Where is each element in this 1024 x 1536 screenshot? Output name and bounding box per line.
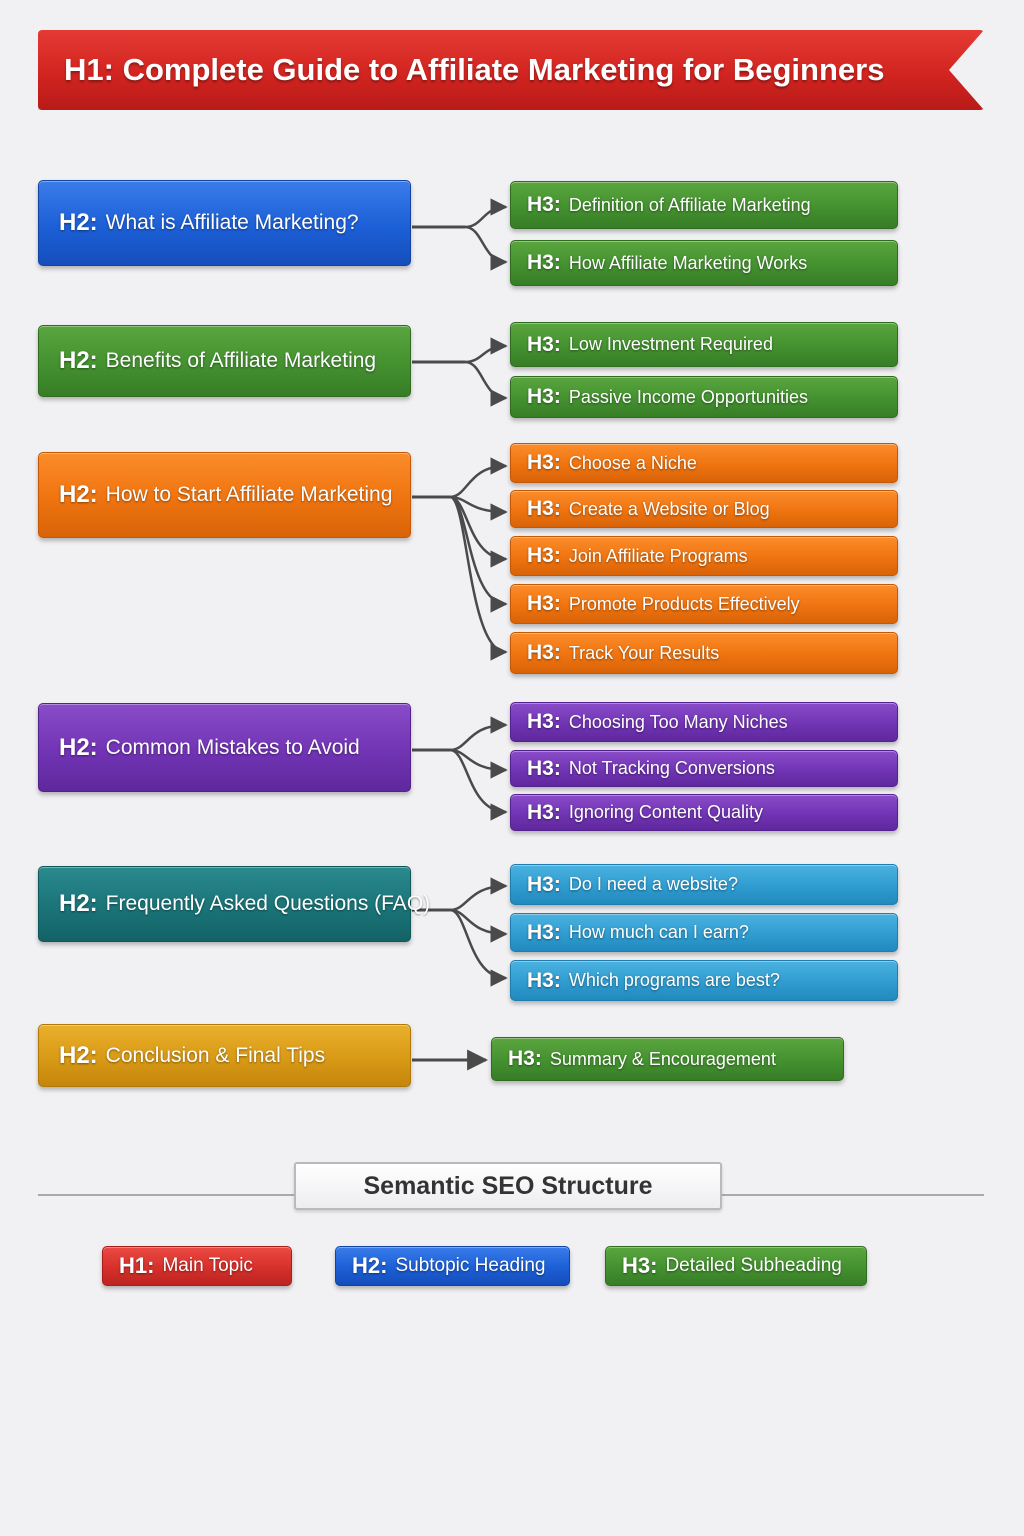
legend-divider-left	[38, 1194, 296, 1196]
h3-title: Summary & Encouragement	[549, 1048, 776, 1069]
legend-item-h3: H3: Detailed Subheading	[605, 1246, 867, 1286]
h3-tag: H3:	[527, 385, 561, 408]
h2-tag: H2:	[59, 481, 98, 508]
h3-tag: H3:	[527, 872, 561, 896]
legend-item-h1: H1: Main Topic	[102, 1246, 292, 1286]
h3-tag: H3:	[527, 451, 561, 474]
h3-promote-products-effectively: H3: Promote Products Effectively	[510, 584, 898, 624]
connector-arrow	[449, 457, 508, 499]
connector-arrow	[464, 360, 508, 407]
h3-title: Create a Website or Blog	[568, 498, 770, 519]
h2-how-to-start-affiliate-marketing: H2: How to Start Affiliate Marketing	[38, 452, 411, 538]
legend-divider-right	[720, 1194, 984, 1196]
h2-tag: H2:	[59, 733, 98, 761]
h3-title: Low Investment Required	[568, 334, 773, 354]
h3-passive-income-opportunities: H3: Passive Income Opportunities	[510, 376, 898, 418]
h2-title: Common Mistakes to Avoid	[105, 735, 360, 759]
h2-tag: H2:	[59, 347, 98, 374]
h3-choose-a-niche: H3: Choose a Niche	[510, 443, 898, 483]
h3-title: Do I need a website?	[568, 874, 738, 894]
h3-tag: H3:	[527, 800, 561, 824]
h3-track-your-results: H3: Track Your Results	[510, 632, 898, 674]
legend-title: Semantic SEO Structure	[294, 1162, 722, 1210]
h3-tag: H3:	[527, 920, 561, 944]
h3-title: Passive Income Opportunities	[568, 386, 808, 407]
connector-arrow	[449, 495, 508, 661]
h3-which-programs-are-best: H3: Which programs are best?	[510, 960, 898, 1001]
h1-tag: H1:	[64, 52, 114, 87]
h3-title: Which programs are best?	[568, 970, 780, 990]
legend-label: Main Topic	[162, 1255, 253, 1276]
h2-title: Conclusion & Final Tips	[105, 1043, 326, 1067]
h3-title: Definition of Affiliate Marketing	[568, 194, 811, 215]
h3-join-affiliate-programs: H3: Join Affiliate Programs	[510, 536, 898, 576]
connector-arrow	[464, 337, 508, 364]
connector-arrow	[449, 716, 508, 752]
h3-title: Track Your Results	[568, 642, 720, 663]
legend-tag: H1:	[119, 1253, 155, 1278]
h3-tag: H3:	[527, 544, 561, 567]
legend-tag: H2:	[352, 1253, 388, 1278]
h3-title: Not Tracking Conversions	[568, 758, 775, 778]
h2-title: Benefits of Affiliate Marketing	[105, 349, 377, 372]
h3-tag: H3:	[527, 641, 561, 664]
h3-title: Ignoring Content Quality	[568, 802, 763, 822]
h2-frequently-asked-questions: H2: Frequently Asked Questions (FAQ)	[38, 866, 430, 942]
h3-title: How much can I earn?	[568, 922, 749, 942]
h3-how-affiliate-marketing-works: H3: How Affiliate Marketing Works	[510, 240, 898, 286]
h3-title: Choosing Too Many Niches	[568, 711, 788, 732]
connector-arrow	[449, 748, 508, 779]
legend-label: Subtopic Heading	[395, 1255, 546, 1276]
h2-tag: H2:	[59, 890, 98, 917]
h1-heading: H1: Complete Guide to Affiliate Marketin…	[64, 50, 884, 90]
h3-not-tracking-conversions: H3: Not Tracking Conversions	[510, 750, 898, 787]
h3-low-investment-required: H3: Low Investment Required	[510, 322, 898, 367]
h3-tag: H3:	[527, 592, 561, 615]
h3-tag: H3:	[527, 497, 561, 520]
h1-title: Complete Guide to Affiliate Marketing fo…	[122, 52, 885, 87]
h1-banner	[38, 30, 984, 110]
h3-title: Choose a Niche	[568, 452, 697, 473]
h3-ignoring-content-quality: H3: Ignoring Content Quality	[510, 794, 898, 831]
h2-tag: H2:	[59, 1041, 98, 1069]
h2-title: Frequently Asked Questions (FAQ)	[105, 892, 431, 915]
connector-arrow	[449, 877, 508, 912]
legend-item-h2: H2: Subtopic Heading	[335, 1246, 570, 1286]
h3-tag: H3:	[527, 251, 561, 274]
h2-benefits-of-affiliate-marketing: H2: Benefits of Affiliate Marketing	[38, 325, 411, 397]
connector-arrow	[449, 495, 508, 613]
h2-tag: H2:	[59, 209, 98, 236]
h3-how-much-can-i-earn: H3: How much can I earn?	[510, 913, 898, 952]
connector-arrow	[449, 495, 508, 568]
h3-definition-of-affiliate-marketing: H3: Definition of Affiliate Marketing	[510, 181, 898, 229]
connector-arrow	[449, 908, 508, 943]
connector-arrow	[464, 225, 508, 271]
connector-arrow	[449, 495, 508, 521]
h2-common-mistakes-to-avoid: H2: Common Mistakes to Avoid	[38, 703, 411, 792]
h3-tag: H3:	[527, 710, 561, 733]
connector-arrow	[449, 748, 508, 821]
legend-tag: H3:	[622, 1253, 658, 1278]
h3-tag: H3:	[527, 968, 561, 992]
h2-title: How to Start Affiliate Marketing	[105, 483, 393, 506]
connector-arrow	[464, 198, 508, 229]
h3-tag: H3:	[527, 756, 561, 780]
h3-title: How Affiliate Marketing Works	[568, 252, 808, 273]
h3-tag: H3:	[527, 332, 561, 356]
h2-title: What is Affiliate Marketing?	[105, 211, 359, 234]
h2-conclusion-and-final-tips: H2: Conclusion & Final Tips	[38, 1024, 411, 1087]
h3-title: Join Affiliate Programs	[568, 545, 748, 566]
h3-tag: H3:	[527, 193, 561, 216]
legend-label: Detailed Subheading	[665, 1255, 842, 1276]
h3-title: Promote Products Effectively	[568, 593, 800, 614]
h3-do-i-need-a-website: H3: Do I need a website?	[510, 864, 898, 905]
h3-summary-and-encouragement: H3: Summary & Encouragement	[491, 1037, 844, 1081]
h3-create-a-website-or-blog: H3: Create a Website or Blog	[510, 490, 898, 528]
h2-what-is-affiliate-marketing: H2: What is Affiliate Marketing?	[38, 180, 411, 266]
h3-tag: H3:	[508, 1047, 542, 1070]
connector-arrow	[449, 908, 508, 987]
h3-choosing-too-many-niches: H3: Choosing Too Many Niches	[510, 702, 898, 742]
